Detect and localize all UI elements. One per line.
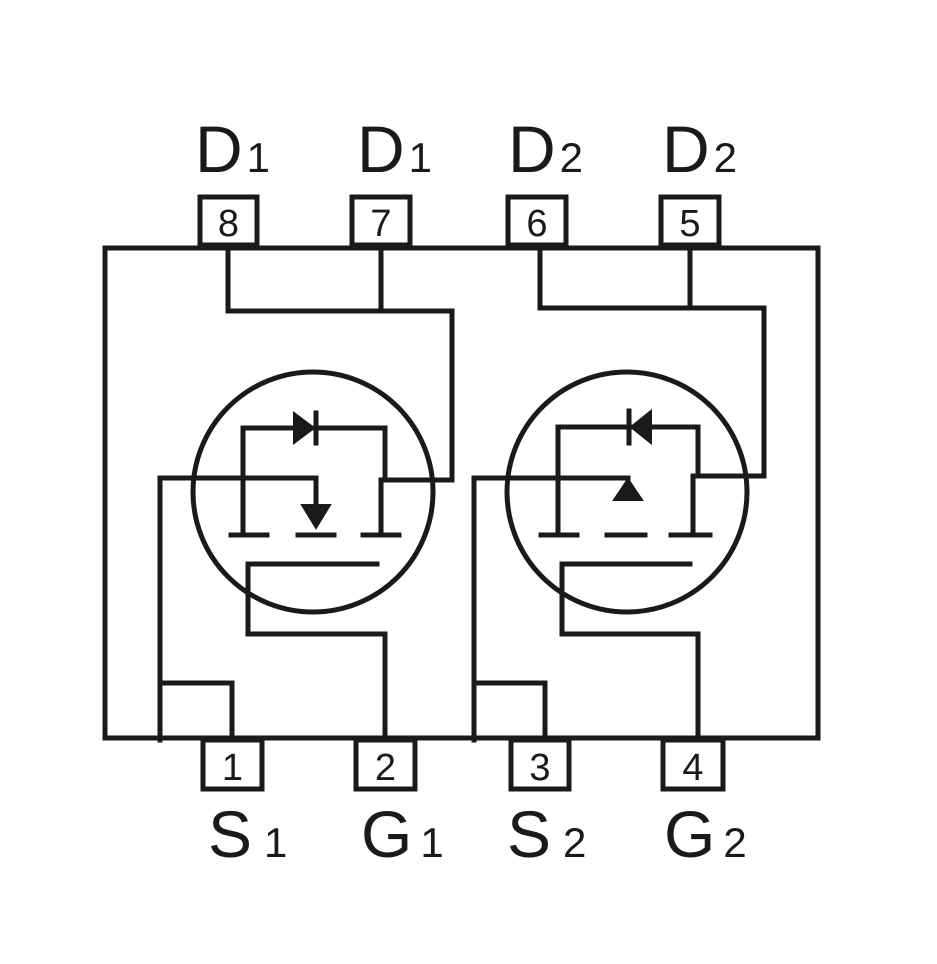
pin-7-number: 7 (370, 203, 391, 245)
mosfet-1-diode-triangle (293, 411, 316, 445)
mosfet-2-diode-triangle (629, 408, 652, 446)
pin-7-box (349, 194, 413, 248)
pin-6: 6 D2 (505, 112, 583, 248)
pin-2-box (353, 737, 418, 792)
mosfet-2-gate-wire (559, 561, 701, 743)
pin-1-number: 1 (222, 747, 243, 789)
pin-8: 8 D1 (195, 112, 270, 248)
mosfet-2-circle (504, 369, 750, 615)
package-outline (102, 245, 821, 741)
mosfet-1-symbol (157, 245, 455, 743)
pin-7: 7 D1 (349, 112, 432, 248)
pin-1-box (200, 737, 265, 792)
pin-6-label: D2 (508, 112, 583, 186)
mosfet-1-drain-wire (225, 245, 455, 538)
pin-4-number: 4 (682, 747, 703, 789)
pin-3-box (508, 737, 572, 792)
pin-5-number: 5 (679, 203, 700, 245)
mosfet-1-gate-wire (245, 561, 388, 743)
mosfet-2-symbol (471, 245, 767, 743)
pin-4-box (660, 737, 726, 792)
mosfet-1-source-wire (157, 475, 319, 743)
pin-6-box (505, 194, 569, 248)
pin-5-label: D2 (662, 112, 737, 186)
mosfet-2-drain-wire (537, 245, 767, 538)
pin-8-label: D1 (195, 112, 270, 186)
mosfet-1-circle (190, 369, 436, 615)
mosfet-1-body-arrow-down (300, 504, 332, 530)
pin-7-label: D1 (357, 112, 432, 186)
pin-2-number: 2 (375, 747, 396, 789)
mosfet-2-body-arrow-up (612, 477, 644, 501)
pin-5-box (658, 194, 722, 248)
pin-3-number: 3 (529, 747, 550, 789)
pin-5: 5 D2 (658, 112, 737, 248)
pin-8-box (197, 194, 260, 248)
pin-8-number: 8 (218, 203, 239, 245)
pin-6-number: 6 (526, 203, 547, 245)
